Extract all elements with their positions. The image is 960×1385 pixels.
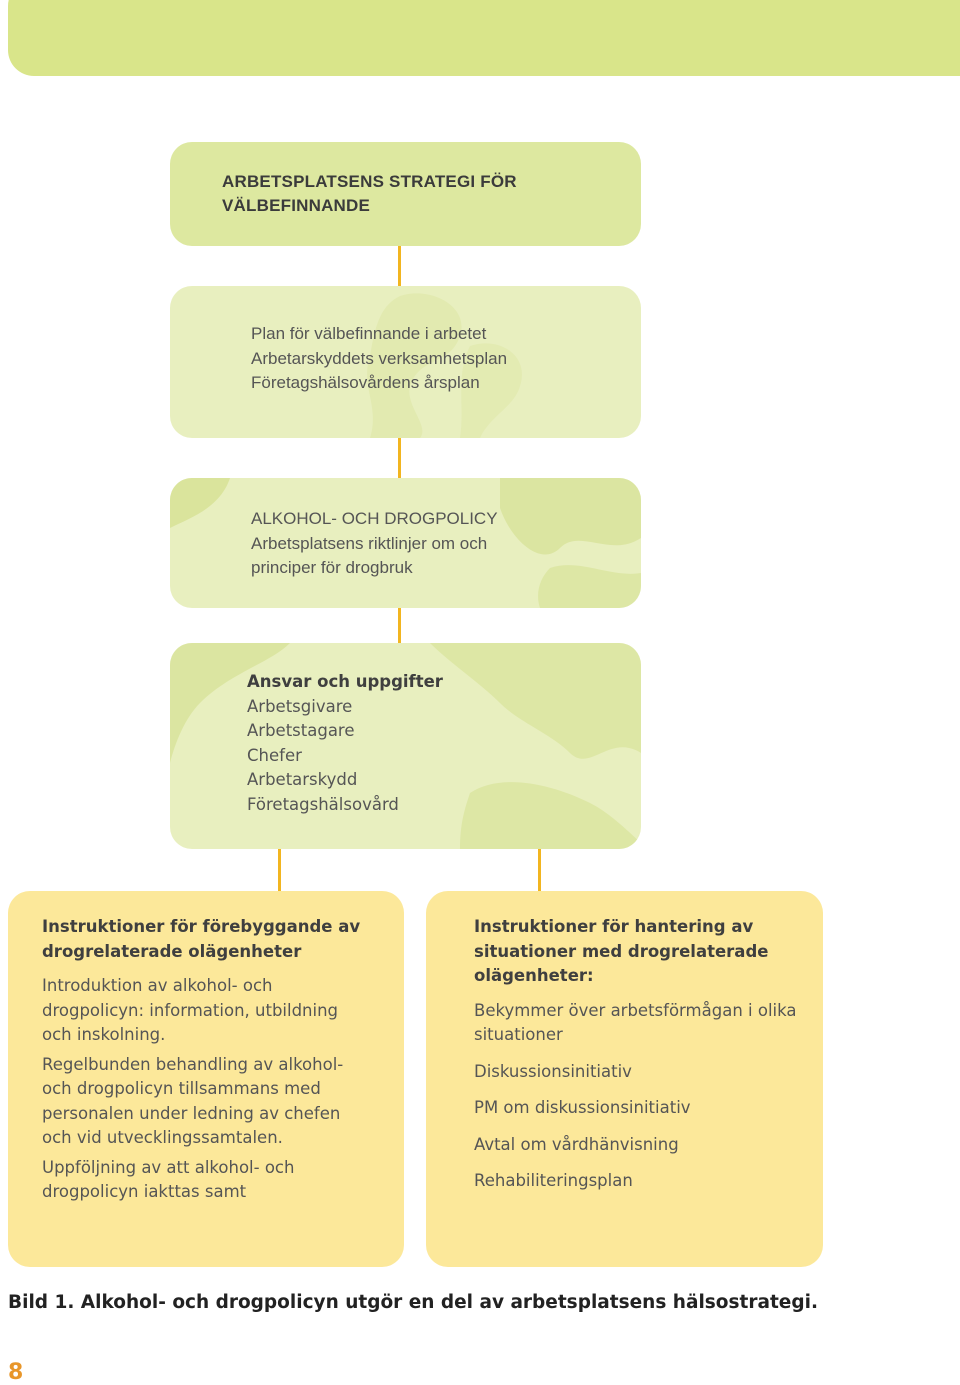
background-illustration [170, 478, 641, 608]
handling-title-line-3: olägenheter: [474, 966, 594, 985]
page-number: 8 [8, 1360, 24, 1385]
handling-title-line-1: Instruktioner för hantering av [474, 917, 754, 936]
handling-paragraph-3: PM om diskussionsinitiativ [474, 1098, 691, 1117]
handling-paragraph-1: Bekymmer över arbetsförmågan i olika sit… [474, 1000, 797, 1045]
responsibility-item: Arbetsgivare [247, 696, 353, 716]
background-illustration [367, 293, 522, 438]
prevention-paragraph-1: Introduktion av alkohol- och drogpolicyn… [42, 976, 339, 1044]
top-banner [8, 0, 960, 76]
policy-box: ALKOHOL- OCH DROGPOLICY Arbetsplatsens r… [170, 478, 641, 608]
handling-paragraph-2: Diskussionsinitiativ [474, 1061, 632, 1081]
figure-caption: Bild 1. Alkohol- och drogpolicyn utgör e… [8, 1292, 818, 1313]
prevention-box: Instruktioner för förebyggande av drogre… [8, 891, 404, 1267]
handling-paragraph-4: Avtal om vårdhänvisning [474, 1134, 679, 1154]
policy-line-3: principer för drogbruk [251, 558, 413, 577]
prevention-title-line-2: drogrelaterade olägenheter [42, 941, 302, 961]
policy-line-2: Arbetsplatsens riktlinjer om och [251, 533, 488, 553]
plans-line-3: Företagshälsovårdens årsplan [251, 373, 480, 392]
connector-2 [398, 438, 401, 478]
handling-paragraph-5: Rehabiliteringsplan [474, 1171, 633, 1190]
connector-3 [398, 608, 401, 643]
plans-box: Plan för välbefinnande i arbetet Arbetar… [170, 286, 641, 438]
prevention-paragraph-2: Regelbunden behandling av alkohol- och d… [42, 1054, 344, 1148]
policy-line-1: ALKOHOL- OCH DROGPOLICY [251, 509, 498, 528]
strategy-box: ARBETSPLATSENS STRATEGI FÖR VÄLBEFINNAND… [170, 142, 641, 246]
responsibility-item: Företagshälsovård [247, 794, 399, 814]
connector-left [278, 849, 281, 891]
responsibility-item: Arbetstagare [247, 721, 355, 740]
prevention-paragraph-3: Uppföljning av att alkohol- och drogpoli… [42, 1157, 295, 1202]
responsibilities-title: Ansvar och uppgifter [247, 672, 443, 691]
responsibility-item: Arbetarskydd [247, 770, 358, 789]
responsibilities-box: Ansvar och uppgifter Arbetsgivare Arbets… [170, 643, 641, 849]
responsibility-item: Chefer [247, 745, 302, 765]
strategy-title: ARBETSPLATSENS STRATEGI FÖR VÄLBEFINNAND… [222, 172, 517, 215]
plans-line-1: Plan för välbefinnande i arbetet [251, 324, 487, 343]
connector-right [538, 849, 541, 891]
connector-1 [398, 246, 401, 286]
prevention-title-line-1: Instruktioner för förebyggande av [42, 917, 361, 936]
handling-title-line-2: situationer med drogrelaterade [474, 941, 769, 961]
handling-box: Instruktioner för hantering av situation… [426, 891, 823, 1267]
background-illustration [170, 643, 641, 849]
plans-line-2: Arbetarskyddets verksamhetsplan [251, 348, 508, 368]
